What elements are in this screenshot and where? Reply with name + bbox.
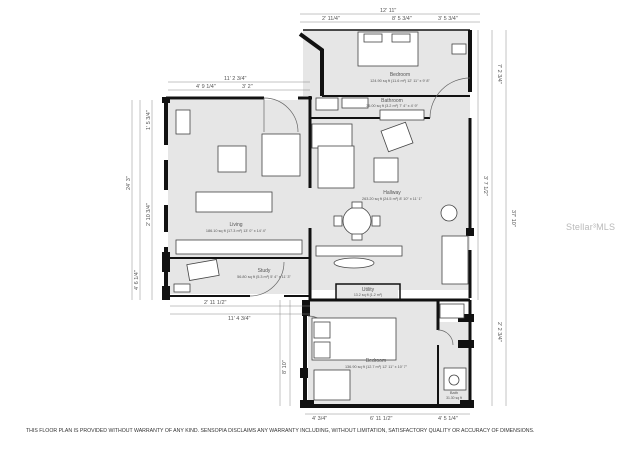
room-name-bedroom-bottom: Bedroom <box>366 358 386 364</box>
room-name-study: Study <box>258 268 271 274</box>
dim-small-e: 2' 2 3/4" <box>496 322 502 342</box>
room-size-bathroom-top: 35.00 sq ft (3.2 m²) 7' 4" x 4' 9" <box>366 104 418 108</box>
dim-living-top-right: 3' 2" <box>242 84 253 90</box>
room-name-bath-bottom: Bath <box>450 390 458 395</box>
nightstand-top <box>451 43 467 55</box>
counter <box>315 245 403 257</box>
dim-bed-bottom-right: 4' 5 1/4" <box>438 416 458 422</box>
dim-study-bottom: 2' 11 1/2" <box>204 300 227 306</box>
dim-right-mid: 7' 2 3/4" <box>496 64 502 84</box>
dimension-lines <box>131 13 507 415</box>
desk-chair <box>186 259 220 281</box>
room-size-bedroom-top: 124.90 sq ft (11.6 m²) 12' 11" x 9' 8" <box>370 79 430 83</box>
dim-small-a: 1' 5 3/4" <box>146 110 152 130</box>
room-name-utility: Utility <box>362 287 375 293</box>
dim-small-b: 2' 10 3/4" <box>146 203 152 226</box>
floor-living <box>168 100 310 260</box>
fridge <box>441 235 469 285</box>
dim-small-d: 3' 7 1/2" <box>482 176 488 196</box>
sofa-hall <box>311 123 353 149</box>
dim-right-overall: 37' 10" <box>510 210 516 227</box>
room-name-bedroom-top: Bedroom <box>390 72 410 78</box>
room-name-hallway: Hallway <box>383 190 401 196</box>
room-size-hallway: 263.20 sq ft (24.5 m²) 8' 10" x 11' 1" <box>362 197 423 201</box>
vanity-bottom <box>439 303 465 319</box>
tv-unit <box>175 239 303 255</box>
dim-living-top-left: 4' 9 1/4" <box>196 84 216 90</box>
sofa-living <box>195 191 273 213</box>
chair-hall <box>380 121 414 153</box>
dim-top-mid: 8' 5 3/4" <box>392 16 412 22</box>
dim-small-c: 4' 6 1/4" <box>134 270 140 290</box>
pillars <box>162 97 474 408</box>
shelf-living <box>175 109 191 135</box>
room-size-bedroom-bottom: 136.90 sq ft (12.7 m²) 12' 11" x 10' 7" <box>345 365 408 369</box>
dim-living-top-overall: 11' 2 3/4" <box>224 76 247 82</box>
dim-top-left: 2' 11/4" <box>322 16 340 22</box>
armchair-hall <box>317 145 355 189</box>
dim-study-bottom-overall: 11' 4 3/4" <box>228 316 251 322</box>
room-size-utility: 13.2 sq ft (1.2 m²) <box>354 293 382 297</box>
dim-top-right: 3' 5 3/4" <box>438 16 458 22</box>
floor-utility <box>336 282 398 300</box>
ottoman <box>217 145 247 173</box>
dining-table <box>342 206 372 236</box>
bathtub-bottom <box>313 369 351 401</box>
dim-top-overall: 12' 11" <box>380 8 396 14</box>
room-size-bath-bottom: 31.30 sq ft <box>446 396 462 400</box>
room-size-living: 186.10 sq ft (17.3 m²) 13' 0" x 14' 4" <box>206 229 267 233</box>
bathtub-top <box>315 97 339 111</box>
room-name-living: Living <box>229 222 242 228</box>
room-labels: Bedroom 124.90 sq ft (11.6 m²) 12' 11" x… <box>206 72 462 400</box>
room-name-bathroom-top: Bathroom <box>381 98 403 104</box>
dim-bed-bottom-mid: 6' 11 1/2" <box>370 416 393 422</box>
table-hall <box>373 157 399 183</box>
dimension-labels: 12' 11" 2' 11/4" 8' 5 3/4" 3' 5 3/4" 11'… <box>126 8 516 422</box>
mls-watermark: Stellar³MLS <box>566 222 616 232</box>
room-size-study: 56.80 sq ft (5.3 m²) 5' 4" x 11' 3" <box>237 275 291 279</box>
plant <box>440 204 458 222</box>
disclaimer-text: THIS FLOOR PLAN IS PROVIDED WITHOUT WARR… <box>26 428 535 434</box>
dim-bed-bottom-left: 4' 3/4" <box>312 416 327 422</box>
dim-small-f: 8' 10" <box>282 360 288 374</box>
armchair-living <box>261 133 301 177</box>
furniture <box>173 31 469 401</box>
dim-left-overall: 24' 3" <box>126 176 132 190</box>
rug <box>333 257 375 269</box>
